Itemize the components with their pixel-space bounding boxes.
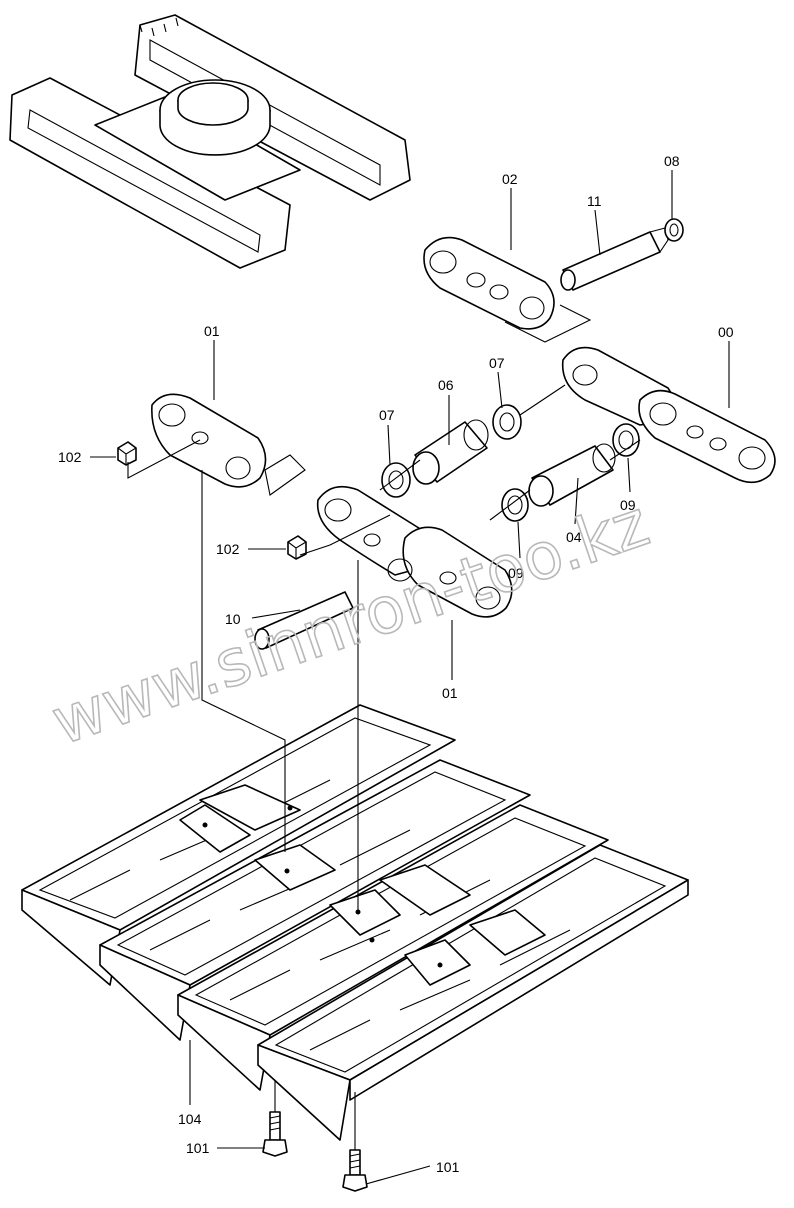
undercarriage-overview — [9, 14, 411, 269]
callout-labels: 02 11 08 00 01 06 07 07 09 09 04 01 10 1… — [58, 153, 734, 1175]
washer-07-upper — [492, 404, 522, 440]
label-10: 10 — [225, 611, 241, 627]
label-09-right: 09 — [620, 497, 636, 513]
bolt-101-left — [262, 1111, 288, 1157]
track-link-02 — [423, 236, 592, 343]
label-101-right: 101 — [436, 1159, 460, 1175]
label-09-lower: 09 — [508, 565, 524, 581]
label-102-upper: 102 — [58, 449, 82, 465]
label-102-lower: 102 — [216, 541, 240, 557]
seal-09-upper — [612, 423, 640, 457]
label-101-left: 101 — [186, 1140, 210, 1156]
bushing-04 — [528, 443, 616, 507]
bushing-06 — [412, 419, 489, 485]
snap-ring-08 — [664, 218, 684, 242]
track-link-01-lower — [316, 485, 513, 618]
track-link-pair-00 — [561, 346, 776, 484]
label-07-lower: 07 — [379, 407, 395, 423]
nut-102-upper — [117, 441, 137, 466]
label-06: 06 — [438, 377, 454, 393]
track-pin-10 — [254, 591, 354, 650]
label-02: 02 — [502, 171, 518, 187]
label-01-upper: 01 — [204, 323, 220, 339]
label-104: 104 — [178, 1111, 202, 1127]
bolt-101-right — [342, 1149, 368, 1192]
track-link-01-upper — [151, 393, 306, 496]
nut-102-lower — [287, 535, 307, 560]
master-pin-11 — [560, 227, 669, 291]
label-07-upper: 07 — [489, 355, 505, 371]
label-00: 00 — [718, 324, 734, 340]
track-shoes-104 — [21, 704, 689, 1141]
label-11: 11 — [587, 193, 602, 209]
label-08: 08 — [664, 153, 680, 169]
label-04: 04 — [566, 529, 582, 545]
leader-lines — [90, 170, 730, 1185]
label-01-lower: 01 — [442, 685, 458, 701]
washer-07-lower — [381, 462, 411, 498]
